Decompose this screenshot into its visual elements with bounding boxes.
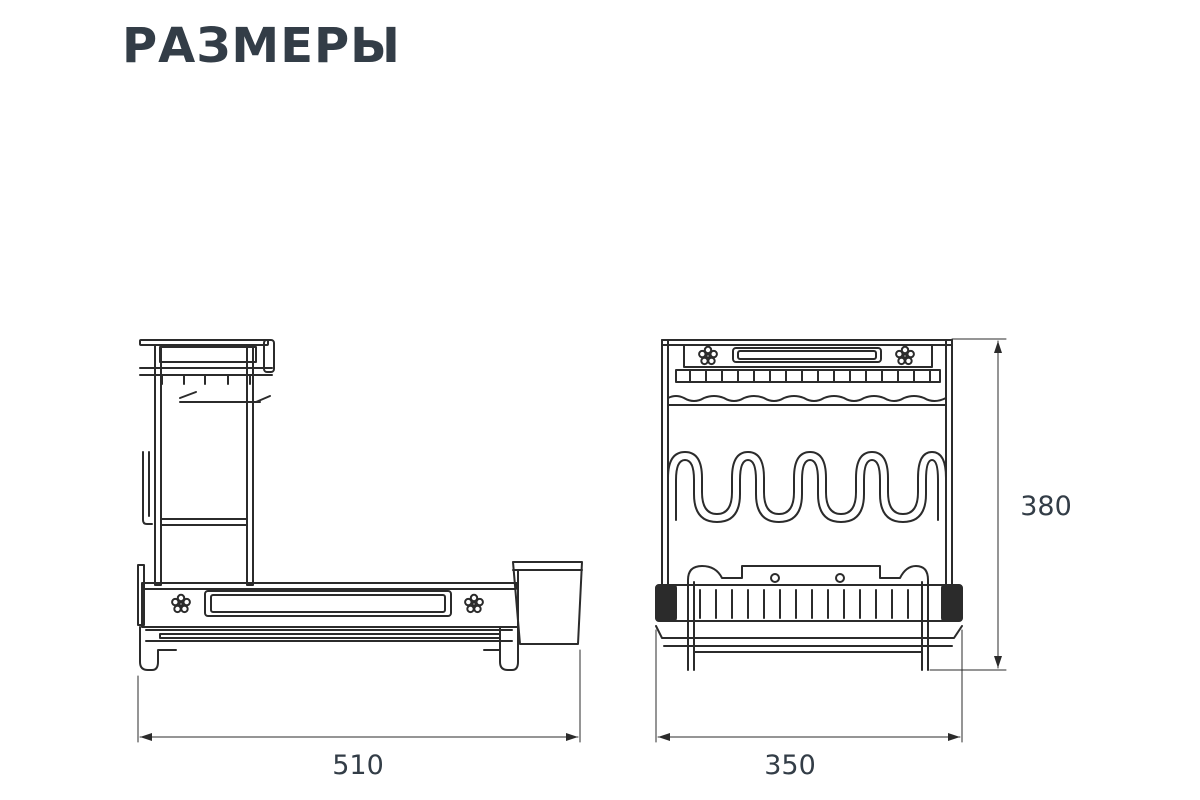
dimension-350 [655, 629, 963, 743]
dimension-label-510: 510 [332, 750, 384, 781]
dimension-510 [137, 649, 581, 743]
arrow-icon [948, 733, 960, 741]
arrow-icon [994, 341, 1002, 353]
side-view [137, 339, 583, 671]
dimension-label-380: 380 [1020, 491, 1072, 522]
arrow-icon [140, 733, 152, 741]
arrow-icon [566, 733, 578, 741]
arrow-icon [658, 733, 670, 741]
page-title: РАЗМЕРЫ [122, 18, 401, 74]
dimension-380 [929, 338, 1007, 671]
arrow-icon [994, 656, 1002, 668]
front-view [655, 339, 963, 671]
dimension-label-350: 350 [764, 750, 816, 781]
